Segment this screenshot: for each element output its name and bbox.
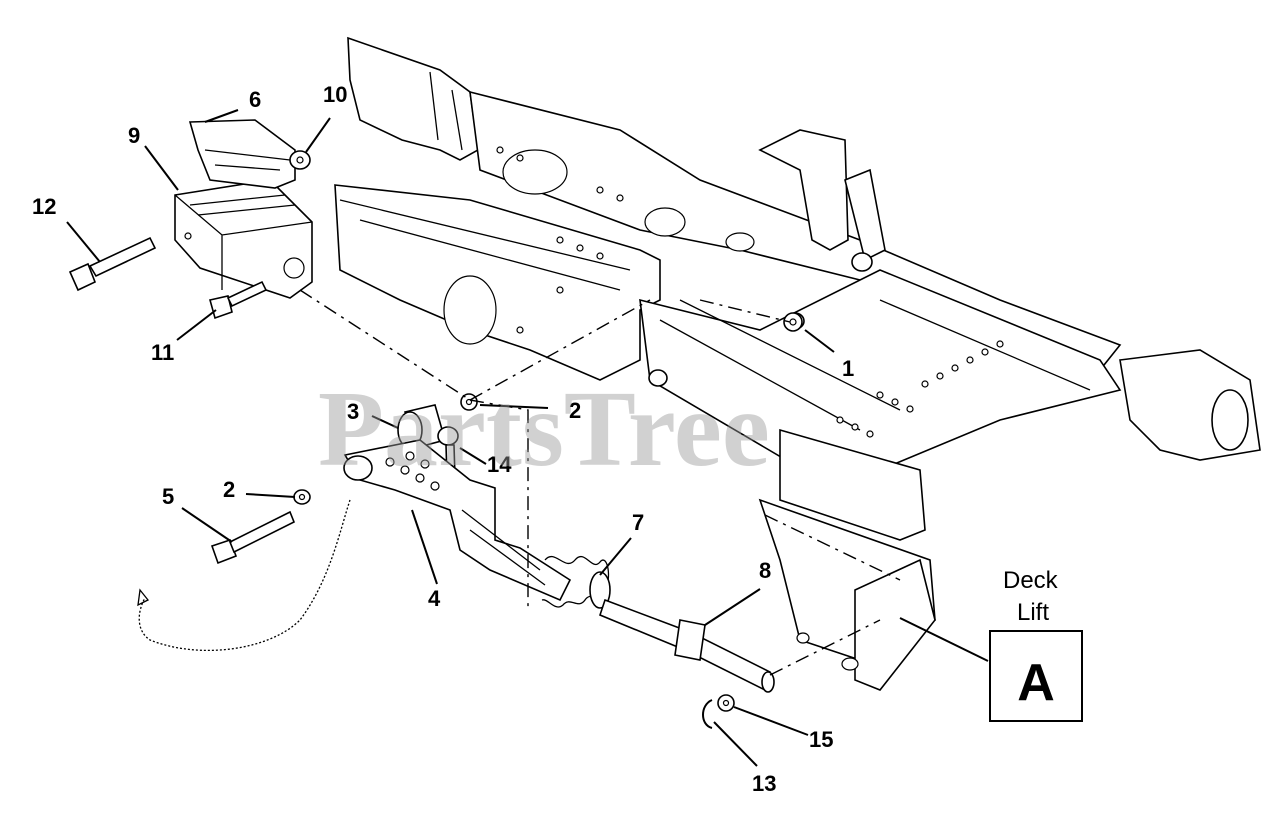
callout-2: 2 xyxy=(223,477,235,502)
reference-caption-line1: Deck xyxy=(1003,567,1059,594)
frame-assembly xyxy=(334,36,1261,691)
callout-5: 5 xyxy=(162,484,174,509)
watermark: PartsTree xyxy=(318,370,770,489)
callouts: 1 2 2 3 4 5 6 7 8 9 10 11 12 13 14 15 xyxy=(32,82,854,796)
callout-11: 11 xyxy=(151,340,174,365)
reference-box: Deck Lift A xyxy=(989,567,1083,722)
callout-3: 3 xyxy=(347,399,359,424)
reference-letter: A xyxy=(1017,654,1055,712)
part-4-lift-arm xyxy=(343,439,572,602)
cable xyxy=(137,499,351,651)
part-9-block xyxy=(174,179,313,299)
callout-8: 8 xyxy=(759,558,771,583)
callout-15: 15 xyxy=(809,727,833,752)
part-13-clip xyxy=(702,699,713,729)
part-5-bolt xyxy=(210,510,296,565)
callout-9: 9 xyxy=(128,123,140,148)
part-7-spring xyxy=(541,555,611,609)
part-1-washer xyxy=(783,312,803,332)
alignment-lines xyxy=(299,289,901,676)
callout-6: 6 xyxy=(249,87,261,112)
callout-10: 10 xyxy=(323,82,347,107)
part-10-nut xyxy=(289,150,311,170)
part-15-washer xyxy=(717,694,735,712)
leader-lines xyxy=(66,109,989,767)
callout-1: 1 xyxy=(842,356,854,381)
part-11-screw xyxy=(209,280,268,320)
callout-7: 7 xyxy=(632,510,644,535)
reference-caption-line2: Lift xyxy=(1017,599,1049,626)
callout-14: 14 xyxy=(487,452,512,477)
part-6-bracket xyxy=(188,119,296,189)
callout-12: 12 xyxy=(32,194,56,219)
callout-13: 13 xyxy=(752,771,776,796)
part-8-rod xyxy=(599,598,775,693)
callout-4: 4 xyxy=(428,586,441,611)
part-12-bolt xyxy=(68,236,157,292)
callout-2: 2 xyxy=(569,398,581,423)
